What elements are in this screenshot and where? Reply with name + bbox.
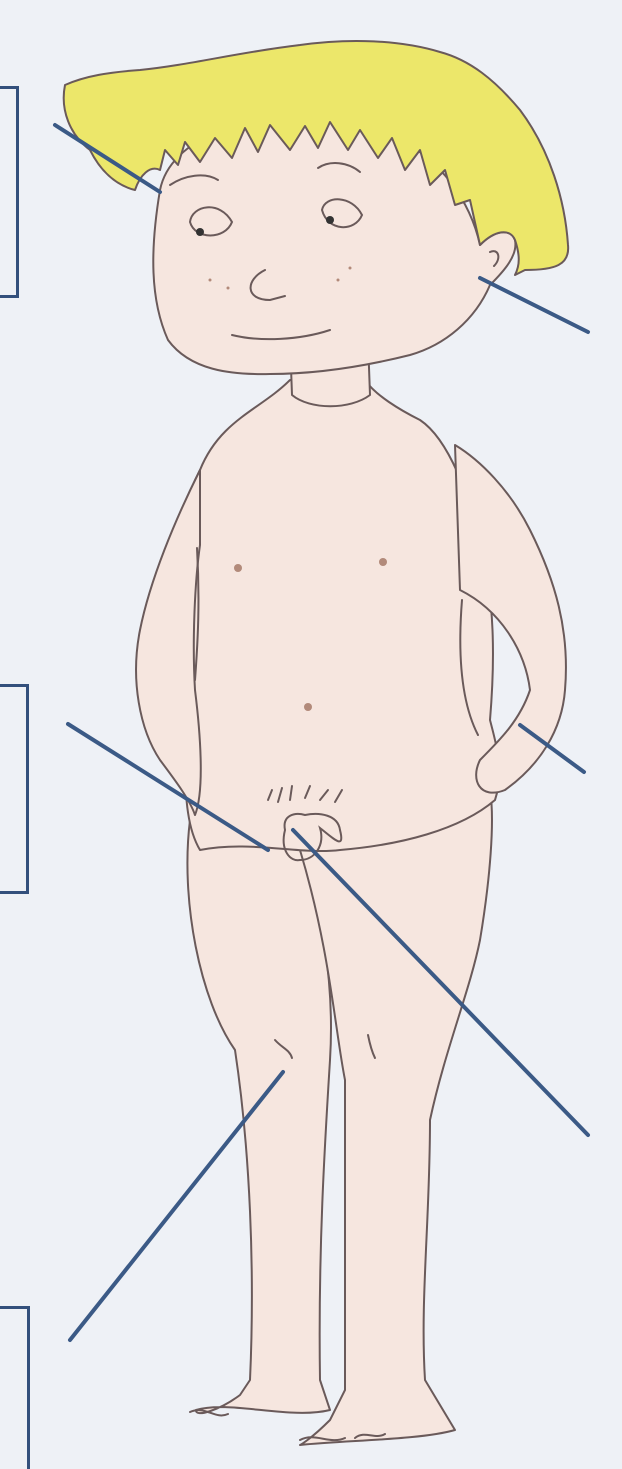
right-leg (300, 790, 492, 1445)
right-nipple (379, 558, 387, 566)
pointer-ear (480, 278, 588, 332)
left-nipple (234, 564, 242, 572)
right-eye-pupil (326, 216, 334, 224)
left-leg (187, 820, 331, 1413)
left-eye-pupil (196, 228, 204, 236)
left-arm (136, 470, 201, 815)
navel (304, 703, 312, 711)
boy-body (136, 118, 566, 1445)
torso (169, 380, 500, 851)
